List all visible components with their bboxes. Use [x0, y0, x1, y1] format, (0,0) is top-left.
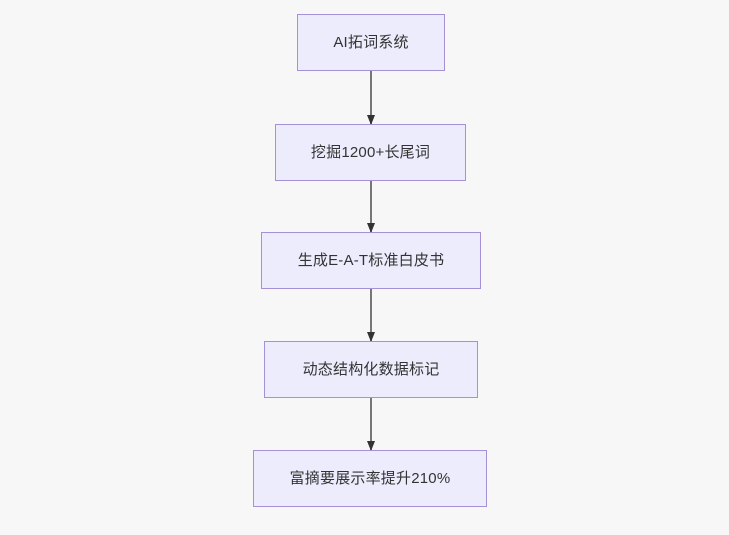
flow-node-3[interactable]: 生成E-A-T标准白皮书 [261, 232, 481, 289]
flow-node-2[interactable]: 挖掘1200+长尾词 [275, 124, 466, 181]
flow-node-4-label: 动态结构化数据标记 [302, 360, 440, 378]
flow-node-5[interactable]: 富摘要展示率提升210% [253, 450, 487, 507]
flow-node-5-label: 富摘要展示率提升210% [289, 469, 451, 487]
flow-node-1[interactable]: AI拓词系统 [297, 14, 445, 71]
flow-node-2-label: 挖掘1200+长尾词 [310, 143, 431, 161]
flow-node-3-label: 生成E-A-T标准白皮书 [297, 251, 445, 269]
flow-node-1-label: AI拓词系统 [333, 33, 409, 51]
flow-node-4[interactable]: 动态结构化数据标记 [264, 341, 478, 398]
